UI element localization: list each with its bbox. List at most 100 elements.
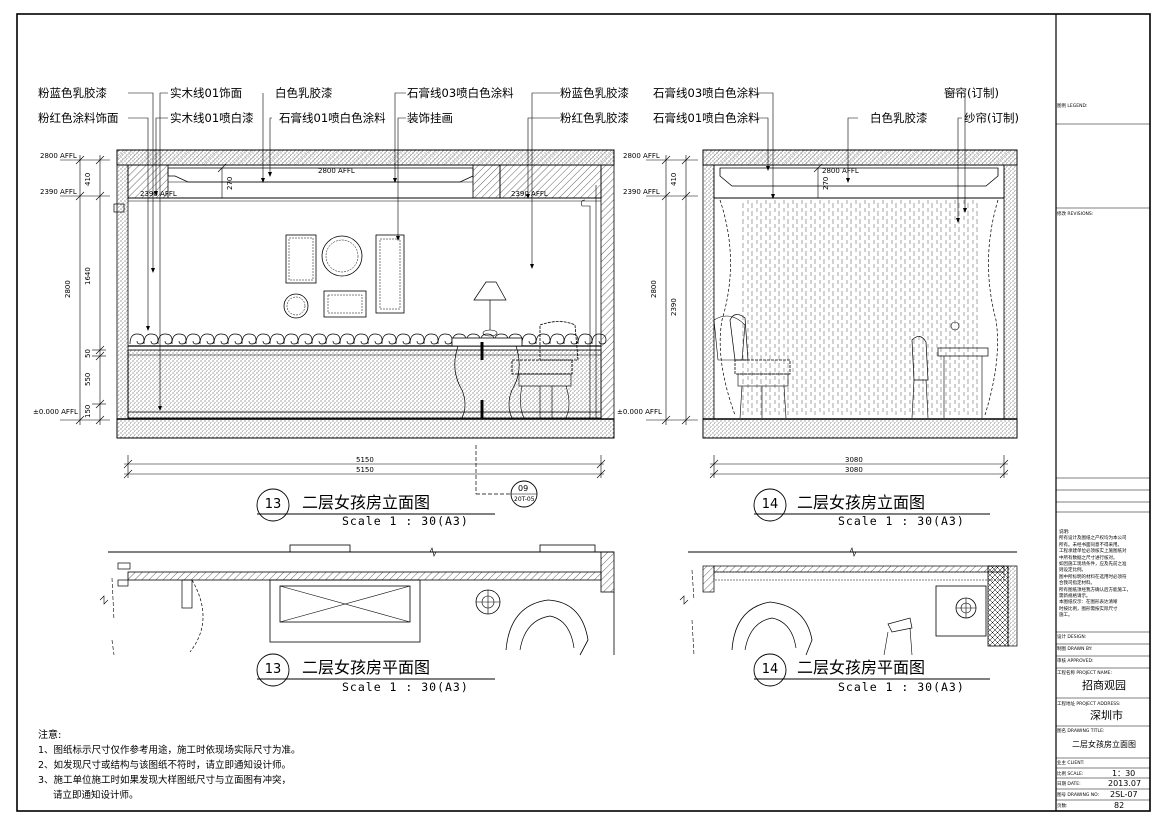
label-sheer-curtain: 纱帘(订制) (964, 111, 1019, 125)
tb-remark-11: 本图纸仅示：在图形表达清晰 (1059, 600, 1118, 606)
inner-level-2390-b: 2390 AFFL (511, 190, 548, 198)
label-curtain: 窗帘(订制) (944, 86, 999, 100)
inner-level-2390: 2390 AFFL (140, 190, 177, 198)
elev14-number: 14 (761, 497, 779, 512)
tb-remark-12: 时按比例，图形需按实际尺寸 (1059, 606, 1118, 612)
tb-design: 设计 DESIGN: (1057, 635, 1087, 640)
notes-heading: 注意: (38, 730, 62, 741)
dim-2390-r: 2390 (670, 298, 678, 316)
label-gypsum-line-01-r: 石膏线01喷白色涂料 (653, 111, 760, 125)
elevation-14 (702, 149, 1018, 439)
plan-13 (108, 544, 615, 656)
tb-approved: 审核 APPROVED: (1057, 659, 1094, 664)
elev13-title: 二层女孩房立面图 (302, 493, 431, 512)
tb-date-value: 2013.07 (1108, 779, 1142, 788)
inner-level-2800: 2800 AFFL (318, 167, 355, 175)
tb-remark-8: 合我司指定材料。 (1059, 581, 1095, 587)
plan13-number: 13 (264, 662, 282, 677)
section-ref: 20T-05 (514, 496, 535, 503)
leaders-13 (128, 92, 560, 410)
arrow-ticks-13 (146, 172, 534, 411)
tb-page-key: 页数: (1057, 804, 1068, 809)
label-pink-latex: 粉红色乳胶漆 (560, 111, 629, 125)
dim-410: 410 (84, 172, 92, 186)
title-block: 图例 LEGEND: 修改 REVISIONS: 说明: 所有设计及图纸之产权均… (1056, 16, 1150, 810)
tb-remark-3: 工程承建单位必须核实上施图纸对 (1059, 549, 1127, 555)
width-3080-a: 3080 (845, 456, 863, 464)
level-0: ±0.000 AFFL (33, 408, 78, 416)
width-5150-a: 5150 (356, 456, 374, 464)
dim-550: 550 (84, 372, 92, 386)
elevation-13 (113, 149, 615, 439)
label-white-latex-r: 白色乳胶漆 (870, 111, 928, 125)
tb-remark-1: 所有设计及图纸之产权均为本公司 (1059, 536, 1127, 542)
tb-legend: 图例 LEGEND: (1057, 104, 1088, 109)
tb-date-key: 日期 DATE: (1057, 782, 1081, 787)
section-marker-09 (475, 445, 538, 508)
plan13-title: 二层女孩房平面图 (302, 658, 431, 677)
dim-270-r: 270 (822, 176, 830, 190)
notes-block: 注意: 1、图纸标示尺寸仅作参考用途，施工时依现场实际尺寸为准。 2、如发现尺寸… (38, 728, 301, 803)
tb-dno-value: 2SL-07 (1110, 790, 1138, 799)
tb-project-key: 工程名称 PROJECT NAME: (1057, 671, 1112, 676)
label-wood-line-finish: 实木线01饰面 (170, 86, 243, 100)
level-2390: 2390 AFFL (40, 188, 77, 196)
label-pink-coating: 粉红色涂料饰面 (38, 111, 119, 125)
dims-14 (646, 155, 1009, 479)
elev14-title: 二层女孩房立面图 (797, 493, 926, 512)
plan-14 (688, 551, 1018, 656)
tb-remark-6: 则设定比例。 (1059, 568, 1086, 574)
label-wood-line-white: 实木线01喷白漆 (170, 111, 254, 125)
level-0-r: ±0.000 AFFL (617, 408, 662, 416)
tb-dno-key: 图号 DRAWING NO: (1057, 793, 1100, 798)
label-decorative-painting: 装饰挂画 (407, 111, 453, 125)
dim-1640: 1640 (84, 267, 92, 285)
tb-dtitle-key: 图名 DRAWING TITLE: (1057, 729, 1105, 734)
tb-client: 业主 CLIENT: (1057, 761, 1085, 766)
plan14-number: 14 (761, 662, 779, 677)
tb-remark-head: 说明: (1059, 530, 1070, 535)
note-2: 2、如发现尺寸或结构与该图纸不符时，请立即通知设计师。 (38, 760, 292, 771)
break-marks (99, 547, 857, 605)
tb-address-key: 工程地址 PROJECT ADDRESS: (1057, 702, 1121, 707)
elev13-scale: Scale 1 : 30(A3) (342, 514, 469, 528)
tb-project-value: 招商观园 (1082, 679, 1126, 692)
tb-remark-9: 所有图纸须经我方确认后方能施工， (1059, 587, 1131, 593)
label-powder-blue-latex-2: 粉蓝色乳胶漆 (560, 86, 629, 100)
plan14-title: 二层女孩房平面图 (797, 658, 926, 677)
label-powder-blue-latex: 粉蓝色乳胶漆 (38, 86, 107, 100)
dim-150: 150 (84, 404, 92, 418)
label-gypsum-line-01: 石膏线01喷白色涂料 (279, 111, 386, 125)
title-bubbles (256, 488, 990, 687)
tb-revisions: 修改 REVISIONS: (1057, 212, 1094, 217)
tb-dtitle-value: 二层女孩房立面图 (1072, 740, 1136, 749)
inner-level-2800-r: 2800 AFFL (822, 167, 859, 175)
tb-remark-10: 需新规格请示。 (1059, 594, 1091, 600)
level-2800: 2800 AFFL (40, 152, 77, 160)
note-4: 请立即通知设计师。 (53, 790, 139, 801)
note-1: 1、图纸标示尺寸仅作参考用途，施工时依现场实际尺寸为准。 (38, 745, 301, 756)
dim-270: 270 (226, 176, 234, 190)
tb-remark-4: 中所有数据之尺寸进行核对。 (1059, 555, 1118, 561)
arrow-ticks-14 (766, 166, 967, 223)
dims-13 (60, 155, 606, 479)
dim-410-r: 410 (670, 172, 678, 186)
tb-remark-7: 图中所标明的材料在选用时必须符 (1059, 574, 1127, 580)
tb-scale-value: 1：30 (1112, 769, 1136, 778)
label-white-latex: 白色乳胶漆 (275, 86, 333, 100)
dim-2800: 2800 (64, 280, 72, 298)
note-3: 3、施工单位施工时如果发现大样图纸尺寸与立面图有冲突， (38, 775, 292, 786)
elev14-scale: Scale 1 : 30(A3) (838, 514, 965, 528)
level-2800-r: 2800 AFFL (623, 152, 660, 160)
label-gypsum-line-03-r: 石膏线03喷白色涂料 (653, 86, 760, 100)
plan13-scale: Scale 1 : 30(A3) (342, 680, 469, 694)
leaders-14 (756, 92, 966, 222)
tb-drawn: 制图 DRAWN BY: (1057, 647, 1093, 652)
tb-remark-13: 施工。 (1059, 613, 1073, 619)
plan14-scale: Scale 1 : 30(A3) (838, 680, 965, 694)
label-gypsum-line-03: 石膏线03喷白色涂料 (407, 86, 514, 100)
tb-remark-5: 如因施工现场条件，应及先前之准 (1059, 562, 1127, 568)
level-2390-r: 2390 AFFL (623, 188, 660, 196)
titleblock-grid (1056, 123, 1150, 801)
